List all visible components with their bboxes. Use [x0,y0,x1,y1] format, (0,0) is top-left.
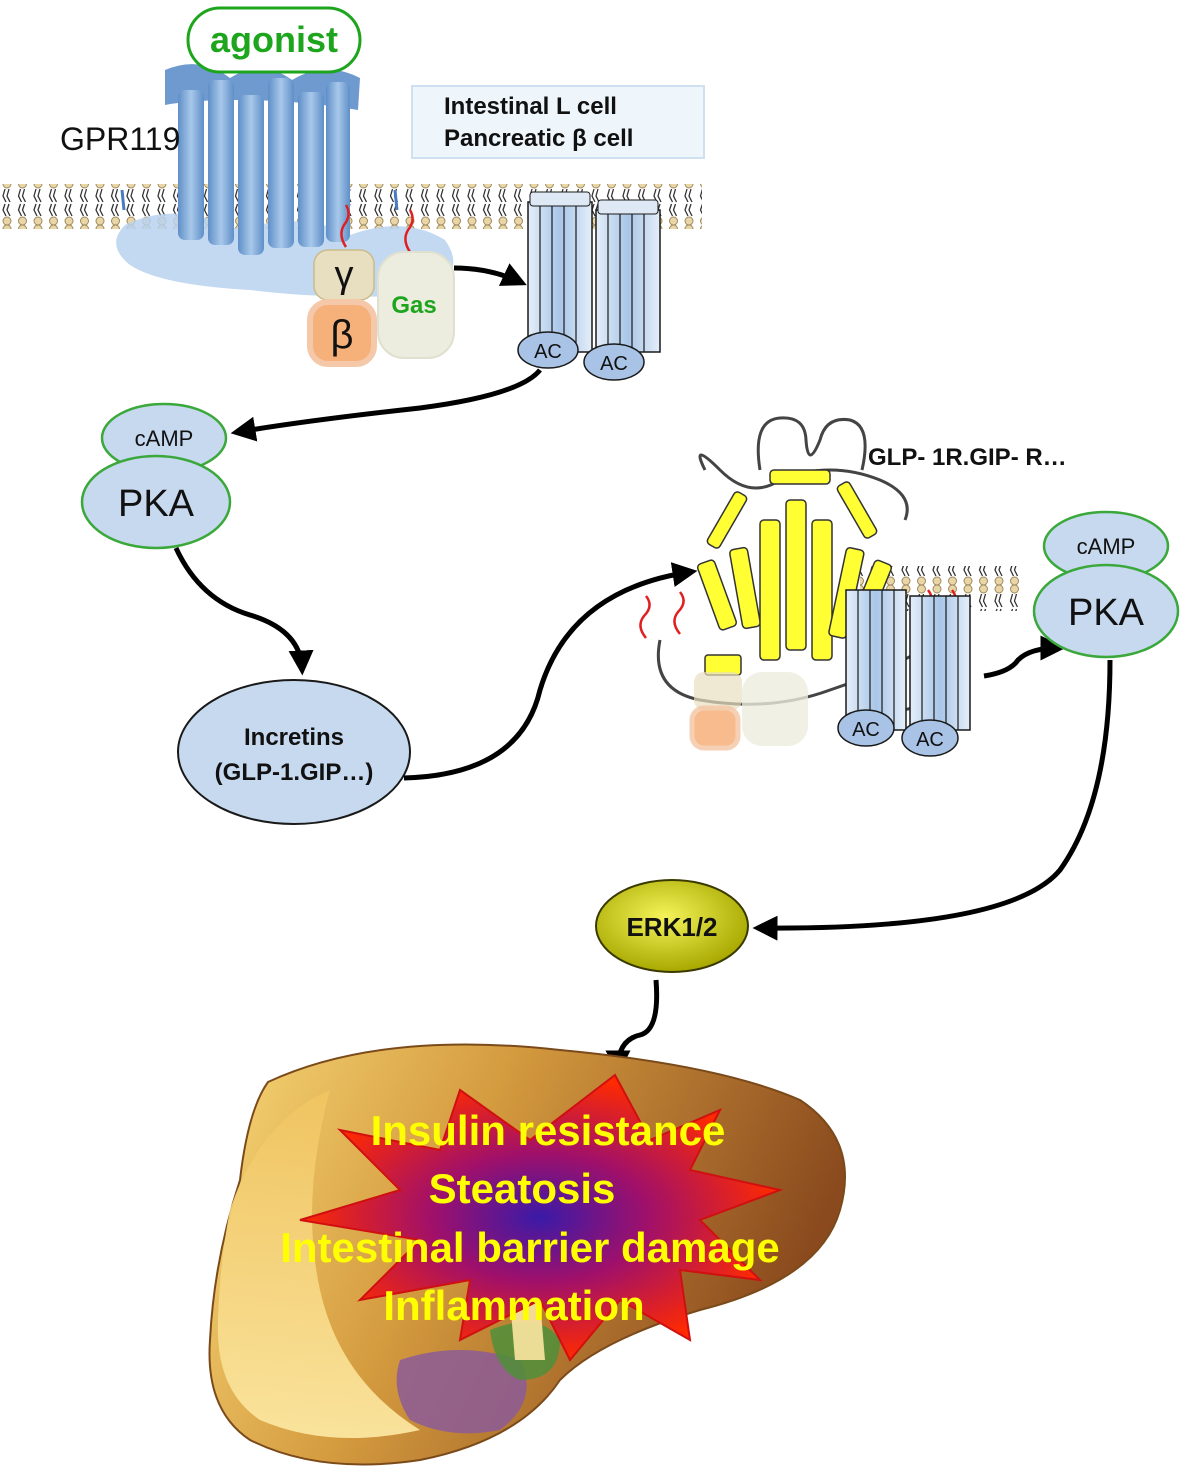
camp-label-left: cAMP [135,426,194,451]
erk-label: ERK1/2 [626,912,717,942]
g-alpha-faded [742,672,808,746]
ac-node-1 [517,331,579,369]
arrow-pka-to-erk [752,659,1113,941]
pka-node-right [1032,563,1180,659]
outcome-inflammation: Inflammation [383,1282,644,1329]
incretins-label-1: Incretins [244,724,344,751]
g-gamma-faded [694,672,742,710]
outcome-insulin-resistance: Insulin resistance [371,1107,726,1154]
cell-type-box [411,85,705,159]
adenylyl-cyclase-top [527,191,661,353]
outcome-steatosis: Steatosis [429,1165,616,1212]
erk-node [595,879,749,973]
gpr119-receptor-graphic [116,64,454,297]
arrow-pka-to-incretins [173,546,314,676]
pka-node-left [80,454,232,550]
outcome-intestinal-barrier-damage: Intestinal barrier damage [280,1224,780,1271]
arrow-incretins-to-glp1r [403,562,698,781]
arrow-gas-to-ac [453,263,527,286]
ac-label-3: AC [852,719,880,741]
g-beta-faded [689,705,741,751]
pka-label-right: PKA [1068,592,1145,634]
cell-type-line1: Intestinal L cell [444,93,617,120]
camp-label-right: cAMP [1077,534,1136,559]
ac-node-4 [901,719,959,757]
ac-label-2: AC [600,353,628,375]
ac-node-3 [837,709,895,747]
pka-label-left: PKA [118,483,195,525]
agonist-label: agonist [210,19,338,60]
beta-label: β [330,313,353,357]
glp1r-label: GLP- 1R.GIP- R… [868,444,1067,471]
ac-label-4: AC [916,729,944,751]
g-alpha-s-subunit [377,251,455,359]
arrow-erk-to-liver [605,979,660,1076]
receptor-label: GPR119 [60,121,180,157]
impact-starburst [299,1073,784,1362]
incretins-label-2: (GLP-1.GIP…) [215,759,374,786]
ac-node-2 [583,343,645,381]
ac-label-1: AC [534,341,562,363]
adenylyl-cyclase-right [845,589,971,731]
gas-label: Gas [391,292,436,319]
arrow-ac-to-camp [230,368,542,442]
arrow-ac-to-pka-right [983,635,1066,679]
incretins-node [177,679,411,825]
agonist-bubble [186,6,362,74]
g-beta-subunit [307,299,377,367]
cell-type-line2: Pancreatic β cell [444,125,633,152]
gamma-label: γ [335,254,354,296]
